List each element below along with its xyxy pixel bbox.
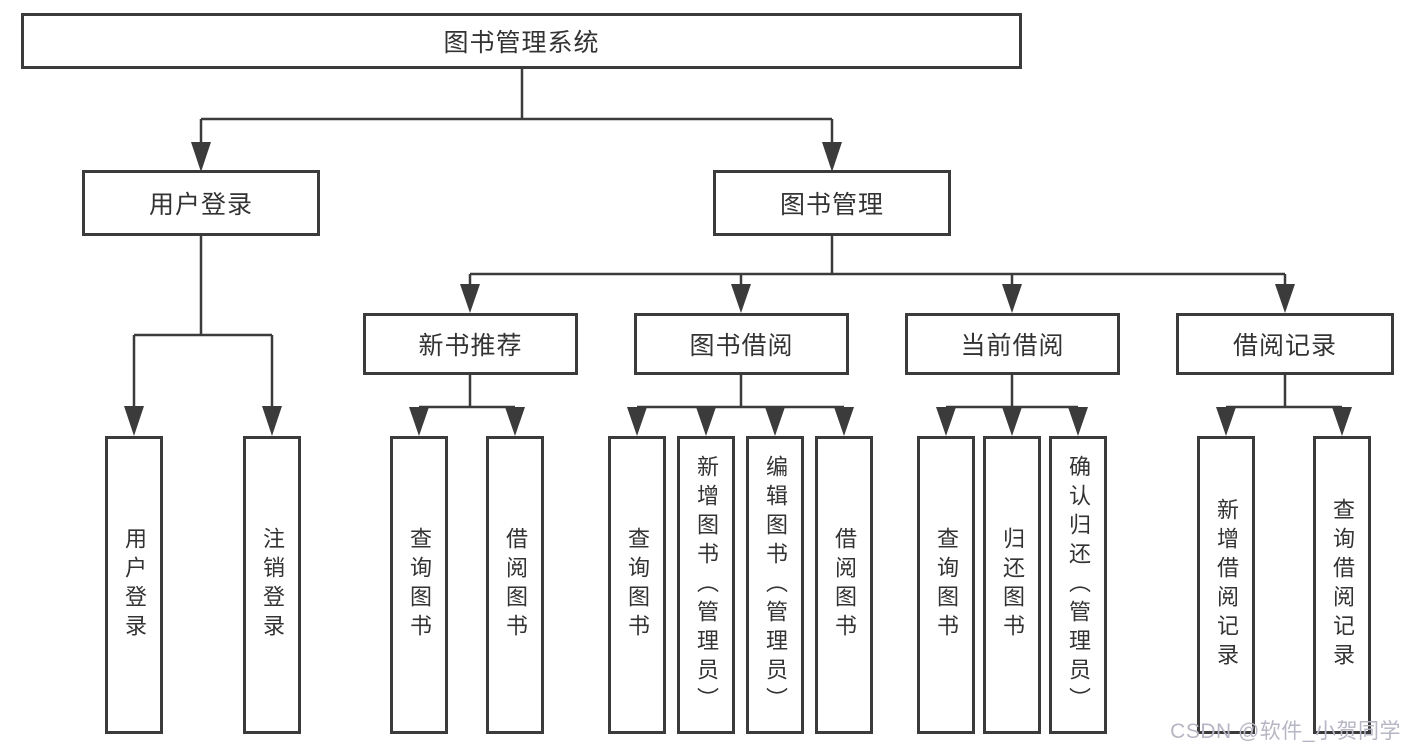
leaf-query-borrow-record: 查询借阅记录 — [1313, 436, 1371, 734]
leaf-add-borrow-record: 新增借阅记录 — [1197, 436, 1255, 734]
leaf-user-login: 用户登录 — [105, 436, 163, 734]
leaf-confirm-return-admin: 确认归还（管理员） — [1049, 436, 1107, 734]
leaf-query-books-current: 查询图书 — [917, 436, 975, 734]
csdn-watermark: CSDN @软件_小贺同学 — [1170, 720, 1401, 743]
node-user-login: 用户登录 — [82, 170, 320, 236]
leaf-add-books-admin: 新增图书（管理员） — [677, 436, 735, 734]
leaf-borrow-books-recommend: 借阅图书 — [486, 436, 544, 734]
node-current-borrow: 当前借阅 — [905, 313, 1120, 375]
node-book-management: 图书管理 — [713, 170, 951, 236]
node-root-system: 图书管理系统 — [21, 13, 1022, 69]
leaf-query-books-borrow: 查询图书 — [608, 436, 666, 734]
leaf-logout: 注销登录 — [243, 436, 301, 734]
arrowheads — [124, 142, 1352, 436]
leaf-borrow-books: 借阅图书 — [815, 436, 873, 734]
node-new-book-recommend: 新书推荐 — [363, 313, 578, 375]
leaf-return-books: 归还图书 — [983, 436, 1041, 734]
leaf-query-books-recommend: 查询图书 — [390, 436, 448, 734]
node-borrow-records: 借阅记录 — [1176, 313, 1394, 375]
node-book-borrow: 图书借阅 — [634, 313, 849, 375]
leaf-edit-books-admin: 编辑图书（管理员） — [746, 436, 804, 734]
